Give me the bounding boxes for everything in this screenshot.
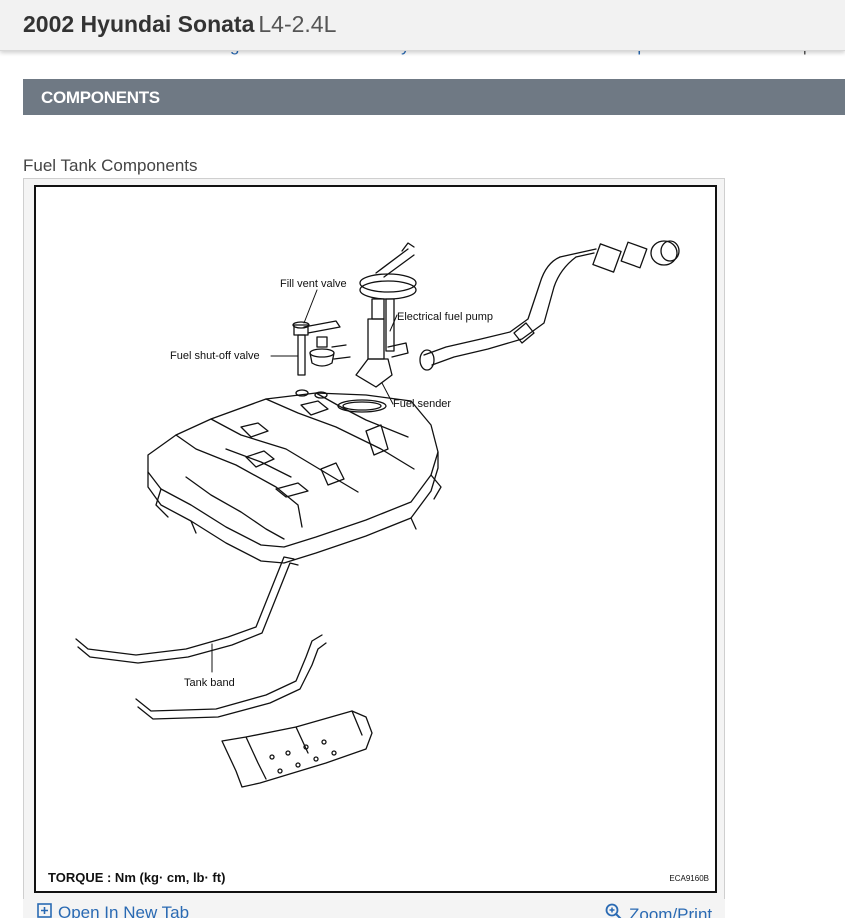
fuel-tank-drawing <box>147 389 442 564</box>
label-fuel-shutoff-valve: Fuel shut-off valve <box>170 350 260 362</box>
open-new-tab-link[interactable]: Open In New Tab <box>37 903 189 918</box>
leader-lines <box>211 289 398 673</box>
tank-band-drawing <box>75 556 327 720</box>
fill-vent-valve-drawing <box>292 320 341 376</box>
figure-code: ECA9160B <box>669 874 709 883</box>
figure-container: Fill vent valve Electrical fuel pump Fue… <box>23 178 725 918</box>
vehicle-name: 2002 Hyundai Sonata <box>23 11 255 37</box>
figure-actions: Open In New Tab Zoom/Print <box>23 899 725 918</box>
filler-neck-drawing <box>419 240 680 371</box>
torque-note: TORQUE : Nm (kg· cm, lb· ft) <box>48 870 226 885</box>
section-header: COMPONENTS <box>23 79 845 115</box>
section-title: COMPONENTS <box>41 88 160 107</box>
label-electrical-fuel-pump: Electrical fuel pump <box>397 311 493 323</box>
engine-label: L4-2.4L <box>258 11 337 37</box>
heat-shield-drawing <box>221 710 373 788</box>
label-fill-vent-valve: Fill vent valve <box>280 278 347 290</box>
zoom-in-icon <box>605 903 623 918</box>
fuel-shutoff-valve-drawing <box>309 336 351 367</box>
zoom-print-label: Zoom/Print <box>629 904 713 918</box>
diagram-drawing <box>75 240 680 788</box>
fuel-pump-drawing <box>355 242 417 388</box>
open-new-tab-label: Open In New Tab <box>58 903 190 918</box>
label-fuel-sender: Fuel sender <box>393 398 452 410</box>
open-new-tab-icon <box>37 903 52 918</box>
fuel-tank-diagram[interactable]: Fill vent valve Electrical fuel pump Fue… <box>34 185 717 893</box>
zoom-print-link[interactable]: Zoom/Print <box>605 903 712 918</box>
figure-caption: Fuel Tank Components <box>23 156 198 175</box>
label-tank-band: Tank band <box>184 677 235 689</box>
